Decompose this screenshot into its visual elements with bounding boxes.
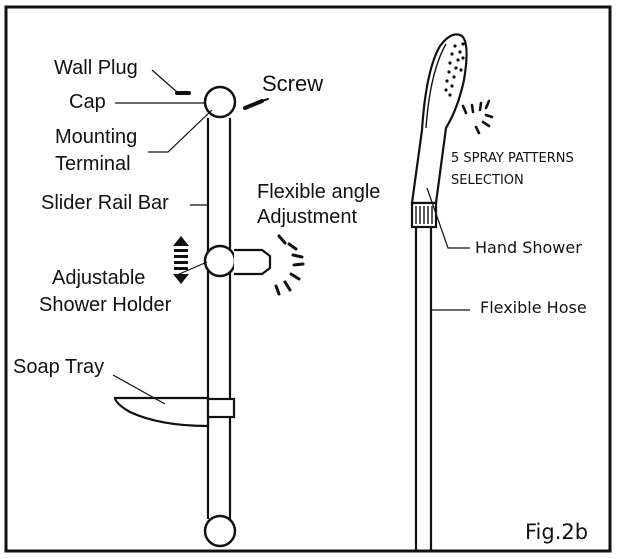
flexible-hose xyxy=(414,227,433,551)
label-flexible-hose: Flexible Hose xyxy=(480,298,587,317)
label-hand-shower: Hand Shower xyxy=(475,238,582,257)
soap-tray xyxy=(113,396,210,428)
soap-tray-clamp xyxy=(206,397,236,419)
screw-icon xyxy=(243,98,269,110)
holder-ring xyxy=(203,244,237,278)
hose-connector-nut xyxy=(410,201,438,229)
slider-rail-bar xyxy=(206,118,232,519)
figure-frame xyxy=(4,5,612,553)
leader-lines-left xyxy=(112,69,213,405)
rotation-indicator-icon xyxy=(274,234,305,296)
label-shower-holder: Shower Holder xyxy=(39,294,172,316)
label-wall-plug: Wall Plug xyxy=(54,57,138,79)
label-spray-patterns: 5 SPRAY PATTERNS xyxy=(451,151,574,166)
top-mounting-cap xyxy=(203,85,237,119)
label-adjustment: Adjustment xyxy=(257,206,358,228)
label-flexible-angle: Flexible angle xyxy=(257,181,381,203)
spray-head-nozzles-icon xyxy=(444,42,465,97)
label-adjustable: Adjustable xyxy=(52,267,146,289)
bottom-mounting-cap xyxy=(203,514,237,548)
label-spray-selection: SELECTION xyxy=(451,173,524,188)
holder-arm xyxy=(234,248,272,276)
figure-label: Fig.2b xyxy=(525,520,589,544)
label-slider-rail-bar: Slider Rail Bar xyxy=(41,192,169,214)
label-terminal: Terminal xyxy=(55,153,131,175)
spray-rotation-indicator-icon xyxy=(461,99,494,135)
label-mounting: Mounting xyxy=(55,126,138,148)
up-down-arrows-icon xyxy=(173,236,189,284)
label-soap-tray: Soap Tray xyxy=(13,356,105,378)
leader-lines-right xyxy=(426,187,470,311)
label-cap: Cap xyxy=(69,91,106,113)
label-screw: Screw xyxy=(262,71,324,96)
